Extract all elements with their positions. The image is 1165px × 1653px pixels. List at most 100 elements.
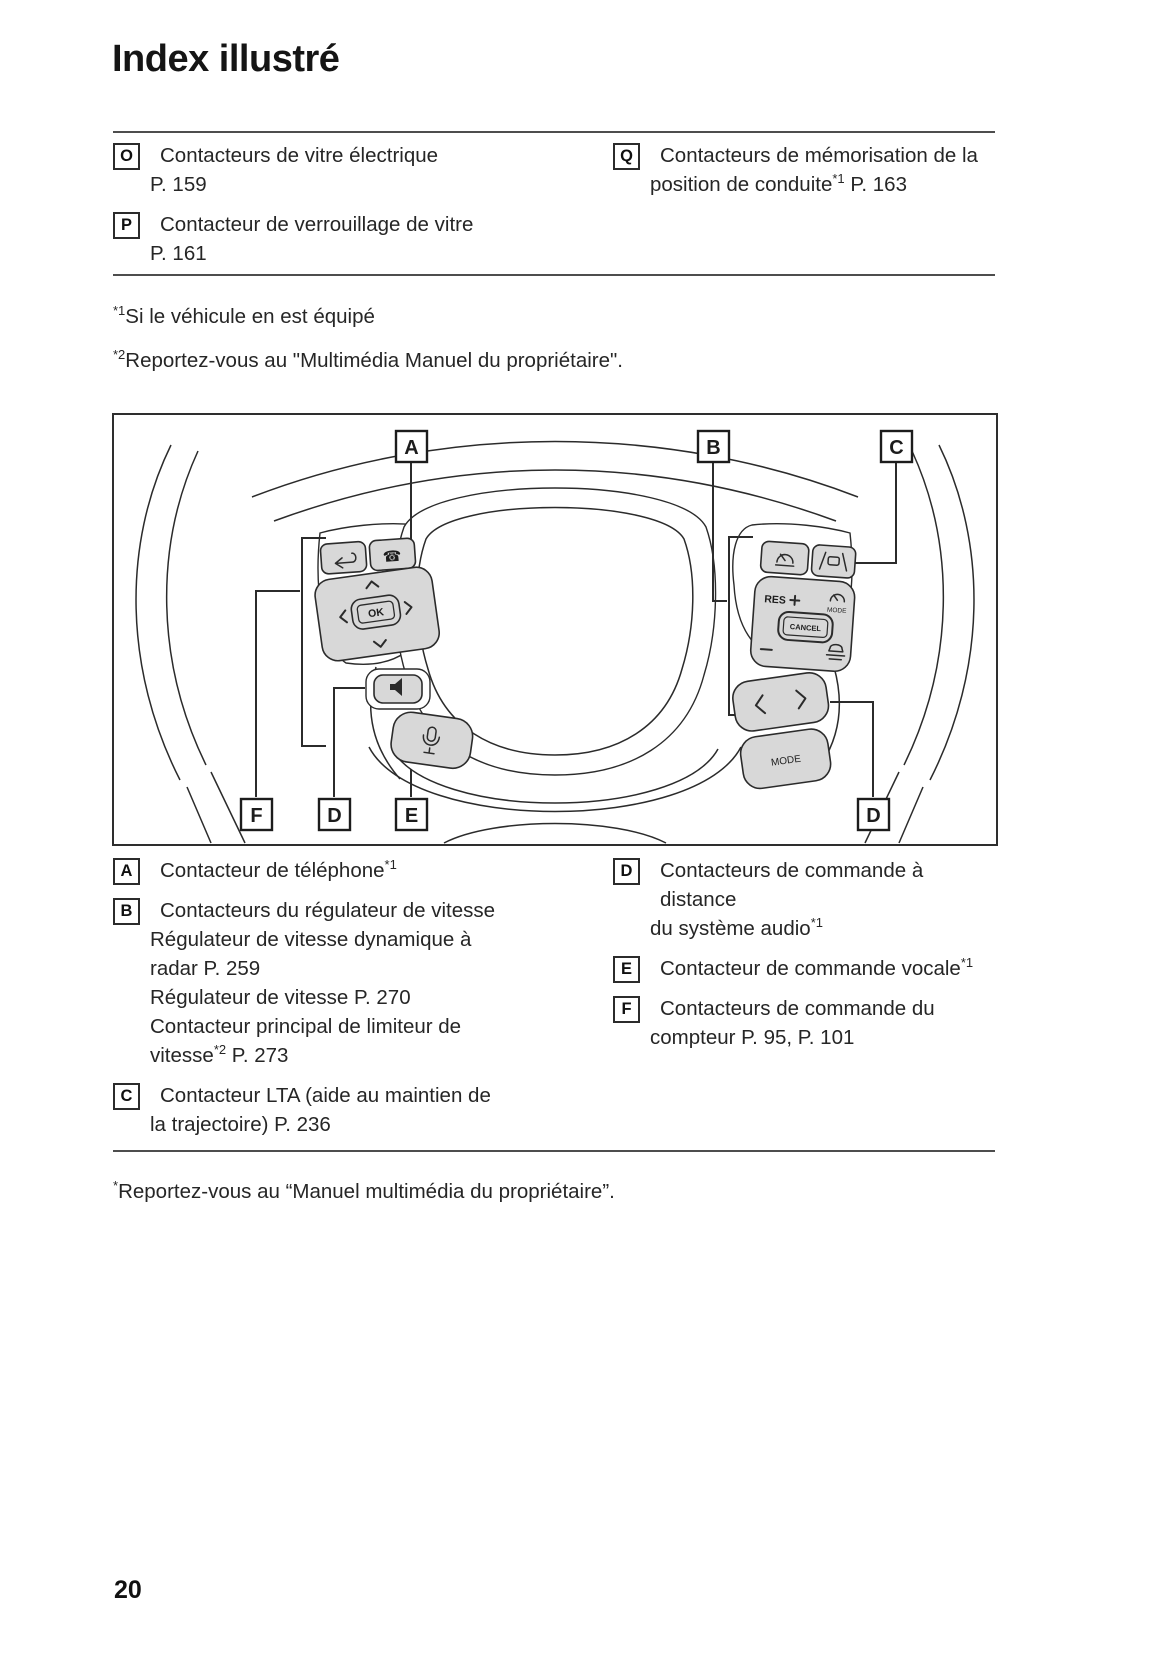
- callout-f: F: [239, 797, 274, 832]
- back-button: [319, 540, 368, 575]
- res-label: RES: [764, 593, 786, 606]
- footnote-3: *Reportez-vous au “Manuel multimédia du …: [113, 1178, 615, 1203]
- divider-mid: [113, 274, 995, 276]
- divider-bottom: [113, 1150, 995, 1152]
- ok-label: OK: [367, 606, 385, 620]
- index-item: A Contacteur de téléphone*1: [113, 856, 583, 885]
- next-track-icon: [795, 689, 807, 710]
- item-text: Contacteur de téléphone*1: [160, 857, 397, 882]
- item-key-box: E: [613, 956, 640, 983]
- callout-b: B: [696, 429, 731, 464]
- callout-line-d-right: [830, 701, 874, 797]
- callout-c: C: [879, 429, 914, 464]
- callout-d-left: D: [317, 797, 352, 832]
- wheel-rim-right-inner: [903, 450, 945, 766]
- left-cluster-bracket: [301, 537, 326, 747]
- left-top-button-row: ☎: [319, 537, 417, 575]
- item-key-box: D: [613, 858, 640, 885]
- cruise-control-icon: [774, 553, 795, 567]
- item-key-box: O: [113, 143, 140, 170]
- callout-b-letter: B: [706, 437, 720, 459]
- cruise-mode-icon: [829, 593, 846, 603]
- voice-button-group: [390, 711, 474, 770]
- right-arrow-icon: [403, 601, 413, 615]
- voice-button: [390, 711, 474, 770]
- down-arrow-icon: [372, 639, 387, 648]
- item-key-box: Q: [613, 143, 640, 170]
- page-number: 20: [114, 1576, 142, 1604]
- callout-d-right-letter: D: [866, 805, 880, 827]
- wheel-rim-bottom-left-1: [210, 771, 246, 844]
- ok-button: [350, 594, 402, 630]
- wheel-rim-top-inner: [273, 469, 837, 522]
- cancel-button-inner: [782, 616, 829, 638]
- mode-label: MODE: [770, 754, 802, 769]
- following-distance-icon: [825, 643, 846, 661]
- item-key-box: P: [113, 212, 140, 239]
- item-key-box: C: [113, 1083, 140, 1110]
- track-button: [732, 671, 830, 732]
- callout-line-b: [712, 461, 727, 602]
- callout-f-letter: F: [250, 805, 262, 827]
- cruise-control-button: [759, 540, 810, 576]
- wheel-rim-right-outer: [929, 444, 975, 781]
- voice-icon: [422, 726, 441, 755]
- callout-d-left-letter: D: [327, 805, 341, 827]
- callout-c-letter: C: [889, 437, 903, 459]
- phone-icon: ☎: [382, 548, 402, 566]
- wheel-rim-bottom-left-2: [186, 786, 212, 844]
- item-key-box: A: [113, 858, 140, 885]
- page-title: Index illustré: [112, 38, 340, 80]
- plus-icon: [789, 594, 801, 606]
- callout-e-letter: E: [405, 805, 418, 827]
- item-key-box: F: [613, 996, 640, 1023]
- cruise-mode-label: MODE: [827, 607, 848, 615]
- lane-assist-button: [810, 544, 857, 579]
- wheel-rim-left-inner: [165, 450, 207, 766]
- cancel-label: CANCEL: [790, 622, 822, 633]
- prev-track-icon: [754, 694, 767, 715]
- back-icon: [334, 552, 357, 569]
- divider-top: [113, 131, 995, 133]
- phone-button: [368, 537, 417, 572]
- left-arrow-icon: [339, 609, 348, 624]
- arrow-pad: OK: [314, 566, 441, 662]
- audio-cluster: MODE: [732, 671, 832, 790]
- index-item: E Contacteur de commande vocale*1: [613, 954, 998, 983]
- footnote-2: *2Reportez-vous au "Multimédia Manuel du…: [113, 347, 623, 372]
- callout-line-f: [255, 590, 300, 797]
- callout-a-letter: A: [404, 437, 418, 459]
- wheel-rim-top-outer: [251, 440, 859, 498]
- callout-line-d-left: [333, 687, 365, 797]
- mode-button: [739, 728, 832, 790]
- steering-wheel-illustration: ☎ OK: [135, 429, 975, 844]
- cruise-cluster: RES MODE CANCEL: [749, 540, 857, 673]
- minus-icon: [759, 648, 773, 651]
- ok-button-inner: [356, 600, 396, 624]
- steering-pad-inner: [416, 506, 694, 756]
- callout-line-c: [852, 461, 897, 564]
- wheel-rim-bottom-right-2: [898, 786, 924, 844]
- item-text: Contacteur de commande vocale*1: [660, 955, 974, 980]
- callout-a: A: [394, 429, 429, 464]
- pad-bottom-curve-inner: [391, 748, 719, 804]
- speaker-icon: [390, 678, 402, 696]
- item-key-box: B: [113, 898, 140, 925]
